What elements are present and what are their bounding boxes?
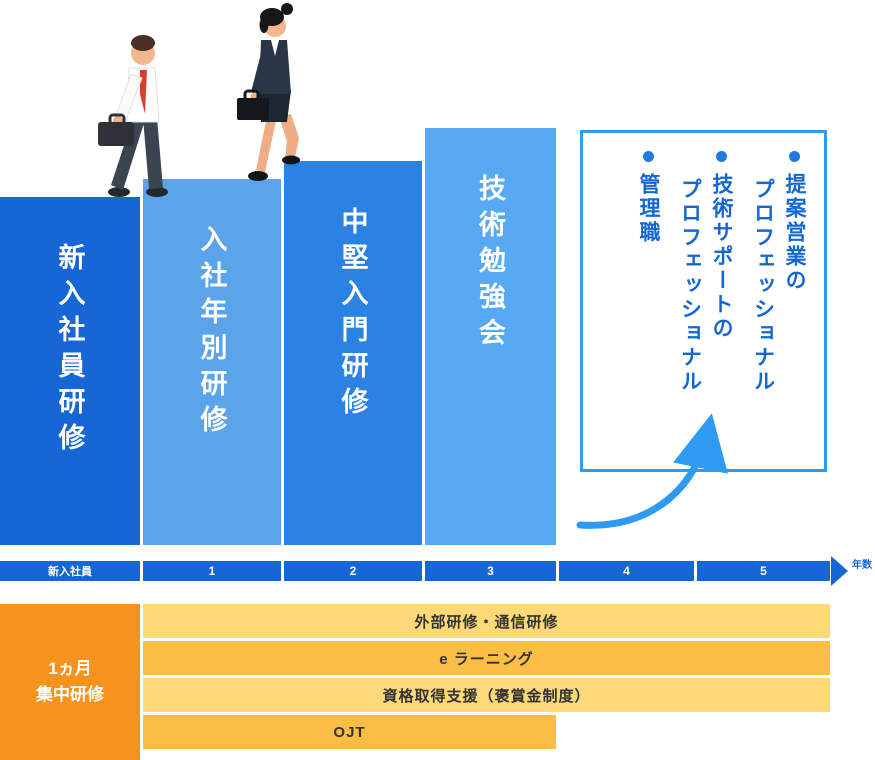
support-row-label: 外部研修・通信研修 (414, 613, 559, 631)
goal-item-text: 管理職 (637, 173, 660, 245)
career-goal-list: 提案営業の プロフェッショナル 技術サポートの プロフェッショナル 管理職 (591, 151, 810, 459)
support-row-elearning: e ラーニング (143, 641, 830, 675)
curved-arrow-icon (576, 413, 728, 529)
goal-item-techsupport-professional: 技術サポートの プロフェッショナル (674, 151, 737, 459)
timeline-segment-new-employee: 新入社員 (0, 561, 140, 581)
timeline-segment-year-1: 1 (143, 561, 281, 581)
timeline-segment-label: 1 (208, 564, 216, 578)
intensive-training-line1: 1ヵ月 (48, 658, 92, 678)
step-bar-tech-study-group: 技術勉強会 (425, 128, 556, 545)
intensive-training-line2: 集中研修 (36, 685, 104, 704)
timeline-segment-year-4: 4 (559, 561, 694, 581)
goal-item-text: 技術サポートの (710, 173, 733, 341)
timeline-segment-label: 5 (760, 564, 767, 578)
goal-item-text: プロフェッショナル (678, 178, 702, 394)
timeline-segment-label: 3 (487, 564, 494, 578)
businessman-illustration (98, 35, 168, 197)
timeline-axis-label: 年数 (852, 560, 872, 571)
support-row-label: OJT (333, 723, 366, 741)
timeline-segment-year-2: 2 (284, 561, 422, 581)
step-bar-label: 入社年別研修 (196, 225, 227, 441)
timeline-segment-label: 4 (623, 564, 630, 578)
intensive-training-box: 1ヵ月 集中研修 (0, 604, 140, 760)
step-bar-label: 技術勉強会 (475, 174, 505, 354)
goal-item-management: 管理職 (633, 151, 665, 459)
step-bar-midlevel-training: 中堅入門研修 (284, 161, 422, 545)
goal-item-text: 提案営業の (783, 173, 806, 293)
step-bar-new-employee-training: 新入社員研修 (0, 197, 140, 545)
timeline-segment-year-3: 3 (425, 561, 556, 581)
bullet-icon (642, 151, 654, 162)
step-bar-label: 新入社員研修 (54, 243, 85, 459)
support-row-label: 資格取得支援（褒賞金制度） (382, 687, 591, 705)
goal-item-sales-professional: 提案営業の プロフェッショナル (747, 151, 810, 459)
bullet-icon (715, 151, 727, 162)
timeline-arrowhead-icon (831, 556, 848, 586)
step-bar-label: 中堅入門研修 (337, 207, 368, 423)
support-row-ojt: OJT (143, 715, 556, 749)
support-row-external-training: 外部研修・通信研修 (143, 604, 830, 638)
goal-item-text: プロフェッショナル (751, 178, 775, 394)
businesswoman-illustration (237, 3, 300, 181)
step-bar-yearly-training: 入社年別研修 (143, 179, 281, 545)
timeline-segment-year-5: 5 (697, 561, 830, 581)
support-row-label: e ラーニング (439, 650, 534, 668)
support-row-qualification-support: 資格取得支援（褒賞金制度） (143, 678, 830, 712)
timeline-segment-label: 2 (349, 564, 357, 578)
bullet-icon (788, 151, 800, 162)
timeline-segment-label: 新入社員 (48, 566, 92, 578)
